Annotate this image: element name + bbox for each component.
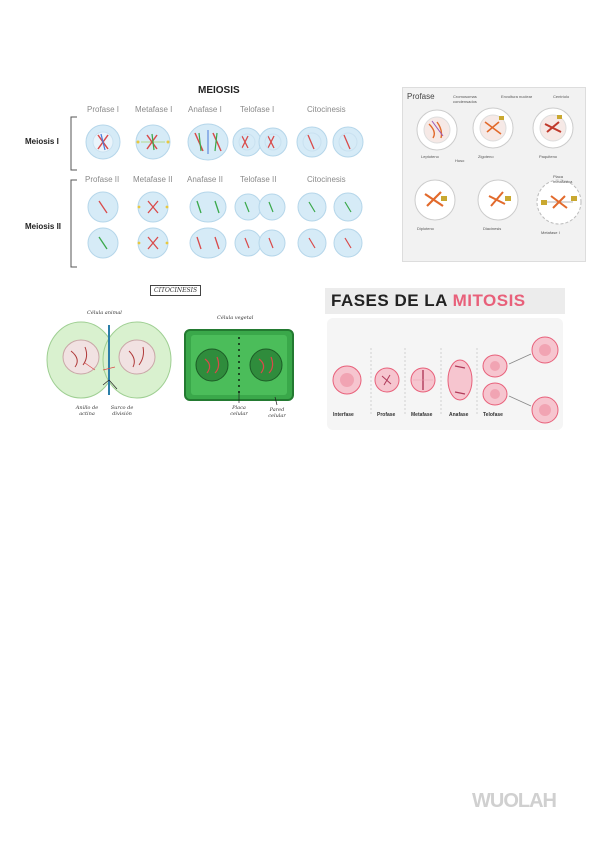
- cell-anafase-i: [187, 123, 229, 161]
- mitosis-phase-label: Metafase: [411, 412, 433, 418]
- meiosis-phase-label: Anafase I: [188, 105, 222, 114]
- mitosis-cells: [332, 336, 559, 424]
- cell-citocinesis-i: [296, 126, 364, 158]
- cell-telofase-ii: [234, 193, 286, 257]
- stages-annotation: Envoltura nuclear: [501, 94, 533, 99]
- meiosis-title: MEIOSIS: [198, 85, 240, 96]
- animal-cell-label: Célula animal: [87, 310, 122, 316]
- cytokinesis-panel: CITOCINESIS Célula animal Célula vegetal: [45, 285, 305, 430]
- mitosis-daughter-cells: [531, 336, 559, 424]
- meiosis-phase-label: Telofase II: [240, 175, 277, 184]
- meiosis-phase-label: Metafase II: [133, 175, 173, 184]
- pared-label: Pared celular: [268, 407, 286, 419]
- mitosis-cell-profase: [374, 367, 400, 393]
- meiosis-panel: MEIOSIS Meiosis I Meiosis II Profase I M…: [25, 85, 385, 270]
- plant-cell-label: Célula vegetal: [217, 315, 254, 321]
- meiosis-phase-label: Metafase I: [135, 105, 173, 114]
- stage-label: Leptoteno: [421, 154, 439, 159]
- cell-citocinesis-ii: [297, 192, 363, 258]
- surco-label: Surco de división: [110, 405, 134, 417]
- watermark-logo: WUOLAH: [472, 790, 557, 812]
- placa-label: Placa celular: [230, 405, 248, 417]
- cell-profase-ii: [87, 191, 119, 259]
- mitosis-panel: FASES DE LA MITOSIS: [325, 288, 565, 430]
- meiosis-brackets: [70, 116, 77, 268]
- mitosis-phase-label: Interfase: [333, 412, 354, 418]
- mitosis-title-part1: FASES DE LA: [331, 291, 453, 310]
- mitosis-title-part2: MITOSIS: [452, 291, 526, 310]
- meiosis-phase-label: Citocinesis: [307, 105, 346, 114]
- cell-metafase-ii: [137, 191, 169, 259]
- stages-annotation: Cromosomas condensados: [453, 94, 477, 104]
- stage-label: Paquiteno: [539, 154, 558, 159]
- meiosis-phase-label: Profase I: [87, 105, 120, 114]
- stages-heading: Profase: [407, 92, 435, 101]
- mitosis-phase-label: Anafase: [449, 412, 469, 418]
- cell-anafase-ii: [189, 191, 227, 259]
- anillo-label: Anillo de actina: [75, 405, 99, 417]
- stage-cell: [477, 179, 519, 221]
- stage-label: Zigoteno: [478, 154, 494, 159]
- stages-panel: Profase: [402, 87, 586, 262]
- stage-cell: [416, 109, 458, 151]
- mitosis-cell-telofase: [482, 354, 508, 406]
- mitosis-cell-metafase: [410, 367, 436, 393]
- cell-profase-i: [85, 124, 121, 160]
- meiosis-row-label-2: Meiosis II: [25, 222, 62, 231]
- mitosis-phase-label: Telofase: [483, 412, 503, 418]
- meiosis-phase-label: Profase II: [85, 175, 120, 184]
- cell-metafase-i: [135, 124, 171, 160]
- cell-telofase-i: [232, 127, 288, 157]
- stages-cells: [414, 107, 582, 225]
- mitosis-cell-anafase: [447, 359, 473, 401]
- stage-label: Diploteno: [417, 226, 434, 231]
- plant-cell: [184, 329, 294, 401]
- mitosis-title: FASES DE LA MITOSIS: [325, 288, 565, 314]
- stages-annotation: Centríolo: [553, 94, 570, 99]
- stage-label: Metafase I: [541, 230, 560, 235]
- mitosis-phase-label: Profase: [377, 412, 396, 418]
- meiosis-phase-label: Anafase II: [187, 175, 224, 184]
- stages-annotation: Huso: [455, 158, 465, 163]
- stage-cell: [414, 179, 456, 221]
- animal-cell: [46, 321, 172, 399]
- stage-cell: [532, 107, 574, 149]
- stage-cell: [536, 179, 582, 225]
- stages-annotation: Placa metafásica: [553, 174, 573, 184]
- meiosis-phase-label: Telofase I: [240, 105, 275, 114]
- stage-label: Diacinesis: [483, 226, 502, 231]
- meiosis-phase-label: Citocinesis: [307, 175, 346, 184]
- cytokinesis-title: CITOCINESIS: [150, 285, 202, 296]
- meiosis-cells: [85, 123, 364, 259]
- mitosis-cell-interfase: [332, 365, 362, 395]
- mitosis-diagram-bg: [327, 318, 563, 430]
- cytokinesis-cells: [46, 321, 294, 406]
- stage-cell: [472, 107, 514, 149]
- meiosis-row-label-1: Meiosis I: [25, 137, 59, 146]
